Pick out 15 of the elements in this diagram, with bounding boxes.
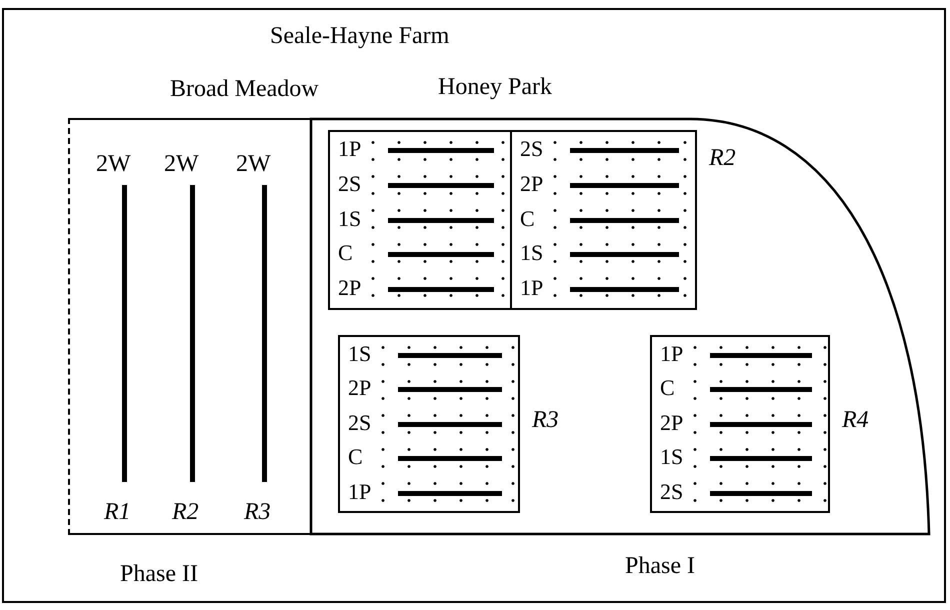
replicate-label: R2 (709, 144, 736, 172)
replicate-label: R3 (244, 498, 271, 526)
treatment-code: 2W (236, 150, 271, 178)
phase-label: Phase I (625, 552, 695, 580)
field-name: Broad Meadow (170, 75, 319, 103)
phase-label: Phase II (120, 560, 198, 588)
field-name: Honey Park (438, 73, 552, 101)
farm-name: Seale-Hayne Farm (270, 22, 450, 50)
replicate-label: R4 (842, 406, 869, 434)
replicate-label: R2 (172, 498, 199, 526)
treatment-code: 2W (96, 150, 131, 178)
plot-block (328, 130, 512, 310)
replicate-label: R1 (104, 498, 131, 526)
treatment-code: 2W (164, 150, 199, 178)
replicate-label: R3 (532, 406, 559, 434)
